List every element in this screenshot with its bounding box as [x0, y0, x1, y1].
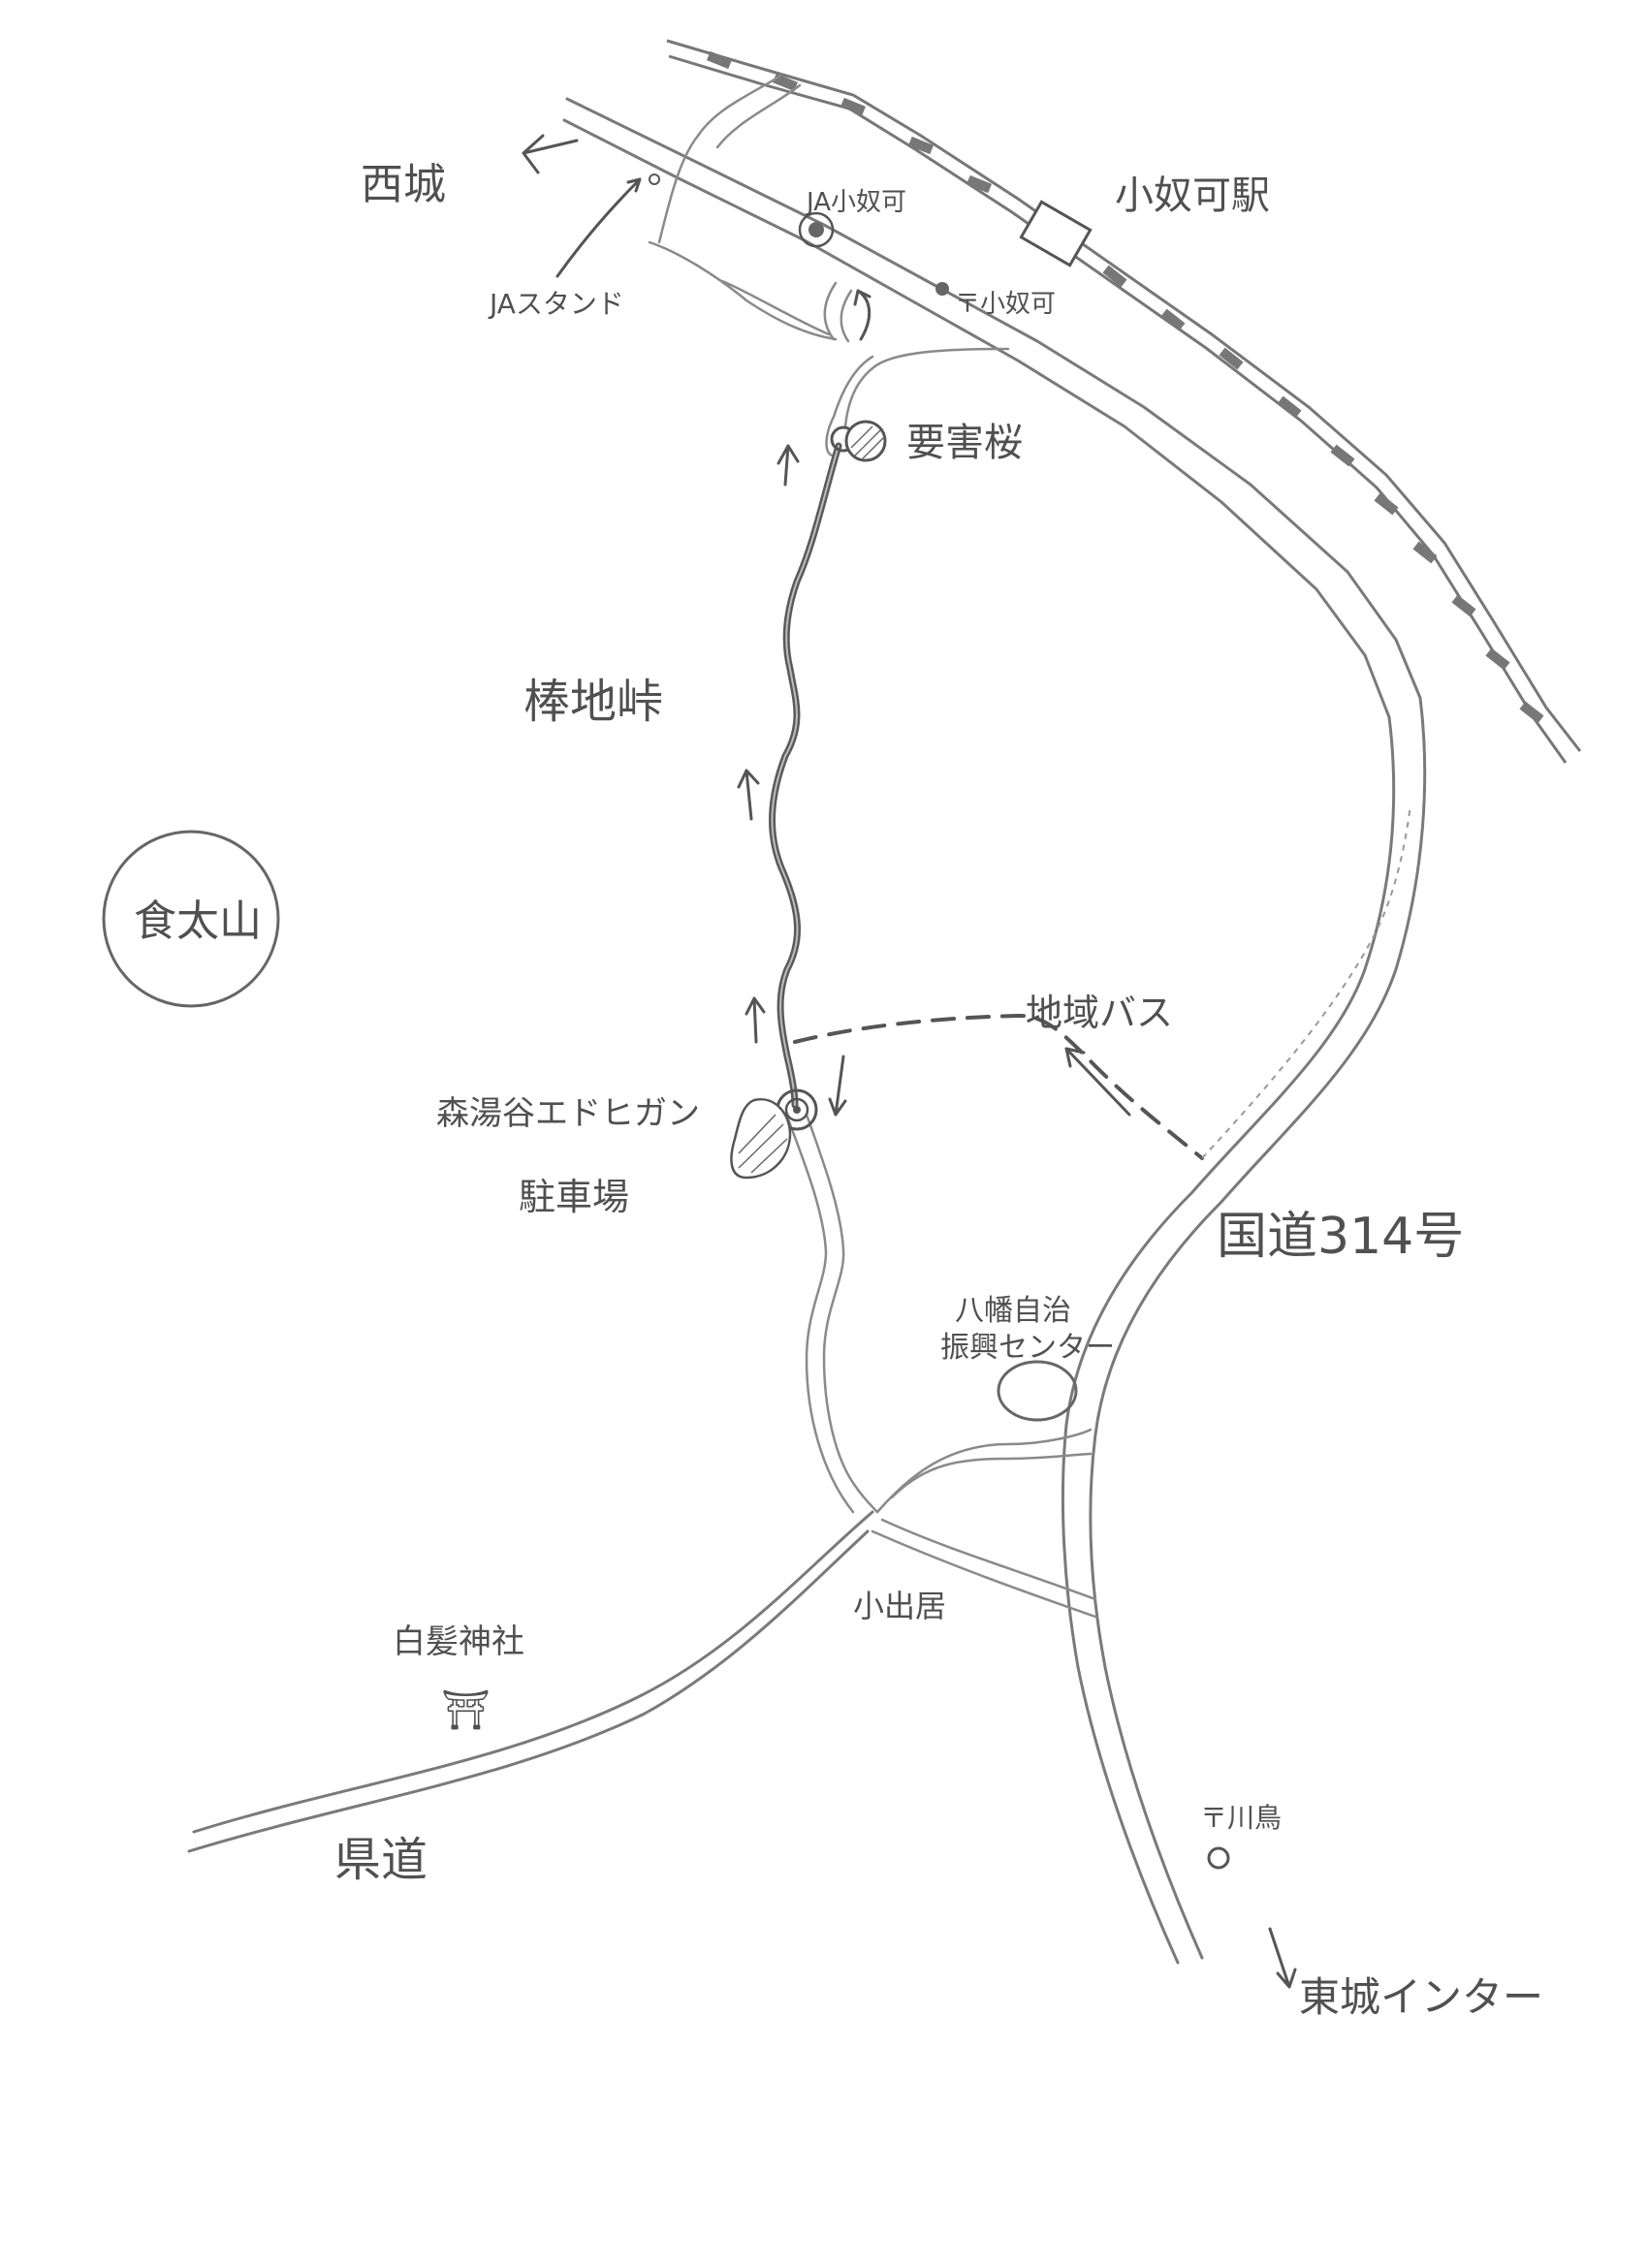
parking-area[interactable] [730, 1097, 792, 1180]
ja-marker-dot [808, 222, 824, 237]
hiking-trail [769, 442, 842, 1109]
post-office-label: 〒小奴可 [955, 290, 1056, 319]
post-office-marker[interactable] [935, 282, 949, 296]
community-center-marker[interactable] [997, 1360, 1078, 1422]
station-label: 小奴可駅 [1115, 173, 1270, 218]
prefectural-road-label: 県道 [334, 1833, 428, 1887]
arrow-icon [522, 134, 1297, 1989]
community-center-label-line2: 振興センター [940, 1331, 1115, 1365]
rail-tie [1519, 701, 1544, 724]
rail-tie [908, 136, 934, 155]
rail-tie [1330, 444, 1355, 467]
sakura-label: 要害桜 [906, 421, 1023, 465]
bochi-pass-label: 棒地峠 [523, 675, 663, 729]
rail-tie [1451, 594, 1476, 617]
rail-tie [1102, 265, 1127, 288]
nishi-shiro-label: 西城 [361, 160, 446, 209]
prefectural-road [187, 1510, 874, 1853]
rail-tie [1160, 308, 1186, 331]
rail-tie [707, 50, 732, 70]
rail-tie [840, 97, 866, 116]
parking-label-line2: 駐車場 [519, 1176, 629, 1218]
bus-label: 地域バス [1026, 992, 1173, 1034]
rail-tie [1277, 395, 1302, 419]
ja-stand-label: JAスタンド [488, 288, 624, 320]
kodei-label: 小出居 [853, 1588, 946, 1624]
station-icon[interactable] [1019, 200, 1093, 268]
community-center-label-line1: 八幡自治 [955, 1294, 1071, 1328]
local-road-south [785, 1113, 1097, 1619]
rail-tie [1412, 541, 1438, 564]
rail-tie [1219, 347, 1244, 370]
rail-tie [967, 174, 992, 194]
local-road-north [648, 74, 1010, 457]
ja-station-label: JA小奴可 [805, 188, 906, 217]
ja-stand-marker[interactable] [649, 173, 660, 185]
ja-marker[interactable] [798, 211, 835, 248]
community-bus-route [793, 803, 1411, 1160]
national-road-label: 国道314号 [1217, 1208, 1464, 1266]
mountain-outline [102, 830, 280, 1008]
toujou-ic-label: 東城インター [1299, 1973, 1543, 2021]
railway-line [666, 39, 1582, 764]
shrine-label: 白髪神社 [393, 1622, 524, 1661]
kawashima-marker[interactable] [1207, 1846, 1230, 1870]
kawashima-label: 〒川鳥 [1200, 1802, 1282, 1834]
torii-icon[interactable]: ⛩ [441, 1688, 491, 1733]
main-road-top [562, 97, 1422, 719]
rail-tie [1485, 647, 1510, 671]
mountain-label: 食太山 [134, 897, 262, 946]
sakura-icon[interactable] [844, 420, 887, 462]
rail-tie [1374, 492, 1399, 516]
parking-label-line1: 森湯谷エドヒガン [436, 1094, 700, 1133]
national-road-314 [1061, 696, 1427, 1965]
